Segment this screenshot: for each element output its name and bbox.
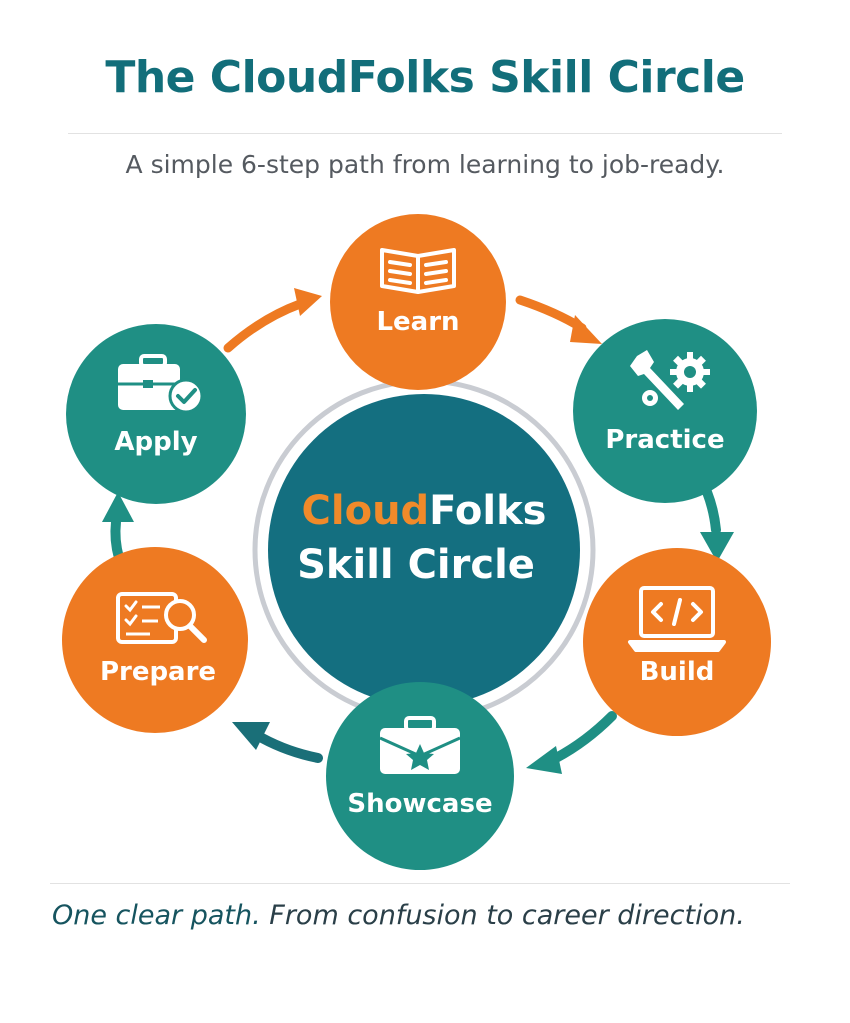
step-label-practice: Practice [605,425,724,455]
step-practice: Practice [573,319,757,503]
arrow-prepare-to-apply [102,492,134,563]
tools-gear-icon [630,350,710,410]
step-prepare: Prepare [62,547,248,733]
page-subtitle: A simple 6-step path from learning to jo… [125,150,725,179]
footer-lead: One clear path. [52,900,261,931]
step-label-apply: Apply [114,427,197,457]
step-label-prepare: Prepare [100,657,216,687]
step-showcase: Showcase [326,682,514,870]
page-title: The CloudFolks Skill Circle [105,52,745,103]
step-label-learn: Learn [376,307,459,337]
step-label-build: Build [640,657,715,687]
arrow-practice-to-build [700,487,734,562]
step-apply: Apply [66,324,246,504]
checklist-search-icon [116,592,207,644]
step-label-showcase: Showcase [347,789,492,819]
bottom-divider [50,883,790,884]
center-brand: CloudFolks [302,488,547,534]
portfolio-star-icon [379,716,461,774]
arrow-learn-to-practice [515,295,602,344]
top-divider [68,133,782,134]
footer-rest: From confusion to career direction. [260,900,745,931]
book-icon [380,248,456,294]
center-brand-orange: Cloud [302,488,430,534]
laptop-code-icon [628,586,726,652]
arrow-showcase-to-prepare [232,722,323,763]
center-brand-rest: Folks [429,488,546,534]
center-hub: CloudFolks Skill Circle [252,378,596,722]
briefcase-check-icon [118,354,204,414]
footer-tagline: One clear path. From confusion to career… [52,900,832,931]
center-subtitle: Skill Circle [297,542,535,588]
step-learn: Learn [330,214,506,390]
arrow-build-to-showcase [526,711,617,774]
arrow-apply-to-learn [223,288,322,353]
step-build: Build [583,548,771,736]
